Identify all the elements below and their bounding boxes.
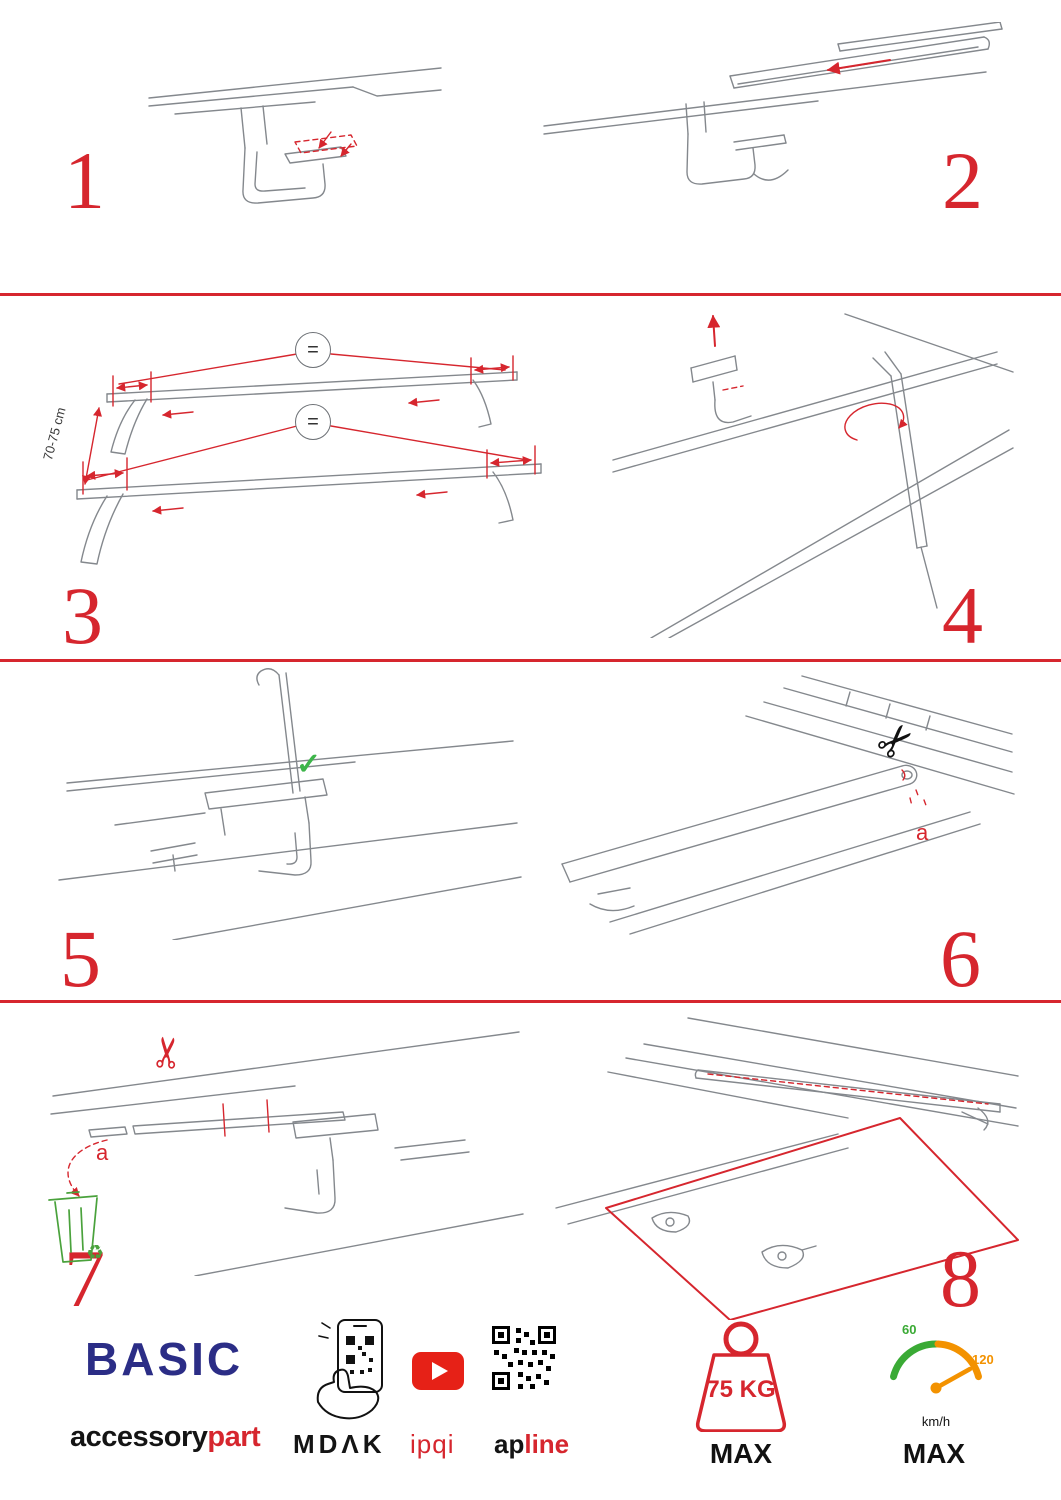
step8-illustration bbox=[555, 1017, 1019, 1320]
brand-part-text: part bbox=[207, 1421, 261, 1453]
mdak-logo-text: MDΛK bbox=[293, 1429, 386, 1459]
step3-illustration bbox=[76, 353, 542, 565]
phone-qr-icon bbox=[316, 1319, 383, 1420]
brand-accessorypart: accessorypart bbox=[70, 1421, 261, 1454]
apline-logo-text: apline bbox=[494, 1429, 569, 1460]
brand-basic: BASIC bbox=[85, 1333, 244, 1385]
equals-badge-top: = bbox=[295, 332, 331, 368]
dimension-arrows bbox=[82, 355, 536, 495]
youtube-icon bbox=[412, 1352, 464, 1390]
apline-ap-text: ap bbox=[494, 1429, 525, 1459]
speed-120-label: 120 bbox=[972, 1352, 994, 1367]
insert-pad-marker bbox=[294, 131, 358, 157]
qr-code bbox=[492, 1326, 556, 1390]
weight-max-label: MAX bbox=[709, 1438, 773, 1469]
step4-illustration bbox=[612, 313, 1014, 638]
section-divider-1 bbox=[0, 293, 1061, 296]
step-number-6: 6 bbox=[940, 913, 981, 1004]
slide-arrow-icons bbox=[152, 397, 448, 515]
cut-label-step7: a bbox=[96, 1140, 109, 1165]
step-number-4: 4 bbox=[942, 570, 983, 661]
equals-badge-bottom: = bbox=[295, 404, 331, 440]
brand-accessory-text: accessory bbox=[70, 1421, 208, 1453]
section-divider-3 bbox=[0, 1000, 1061, 1003]
slide-arrow-icon bbox=[826, 59, 891, 75]
phone-qr-screen bbox=[346, 1336, 374, 1374]
step2-illustration bbox=[543, 22, 1003, 185]
step-number-1: 1 bbox=[64, 135, 105, 226]
recycle-icon: ♻ bbox=[86, 1240, 104, 1264]
alignment-frame bbox=[605, 1117, 1019, 1320]
check-icon: ✓ bbox=[296, 748, 322, 781]
ipqi-logo-text: ipqi bbox=[410, 1429, 455, 1459]
step5-illustration bbox=[58, 668, 522, 940]
section-divider-2 bbox=[0, 659, 1061, 662]
step7-illustration bbox=[48, 1031, 524, 1276]
step1-illustration bbox=[148, 67, 442, 204]
step6-illustration bbox=[561, 675, 1015, 935]
speedometer-needle bbox=[933, 1366, 973, 1391]
step-number-3: 3 bbox=[62, 570, 103, 661]
up-arrow-icon bbox=[707, 314, 721, 347]
rotate-arrow-icon bbox=[844, 402, 908, 441]
weight-limit-value: 75 KG bbox=[706, 1376, 776, 1403]
trash-bin-icon bbox=[48, 1191, 98, 1263]
step-number-2: 2 bbox=[942, 135, 983, 226]
youtube-play-icon bbox=[432, 1362, 448, 1380]
apline-line-text: line bbox=[524, 1429, 570, 1459]
speed-unit-label: km/h bbox=[921, 1414, 951, 1429]
weight-icon bbox=[695, 1321, 787, 1432]
speed-60-label: 60 bbox=[902, 1322, 917, 1337]
step-number-5: 5 bbox=[60, 913, 101, 1004]
cut-label-step6: a bbox=[916, 820, 929, 845]
scissors-icon-step7: ✂ bbox=[141, 1032, 194, 1073]
speedometer-icon bbox=[890, 1340, 982, 1394]
speed-max-label: MAX bbox=[902, 1438, 966, 1469]
